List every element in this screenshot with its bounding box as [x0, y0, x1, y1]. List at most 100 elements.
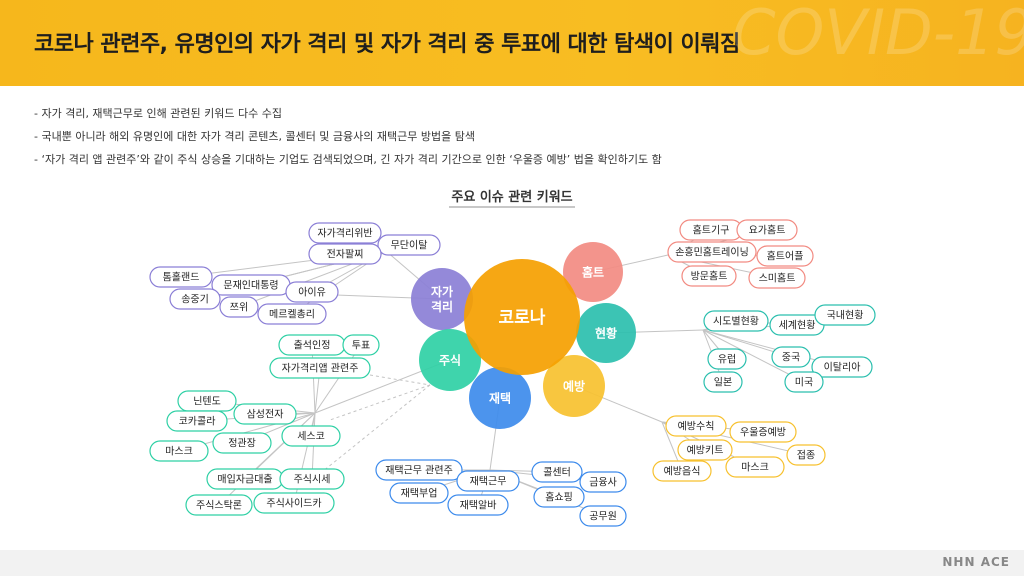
keyword-label: 방문홈트: [691, 270, 728, 283]
keyword-pill-border: [253, 492, 335, 514]
keyword-pill: 톰홀랜드: [149, 266, 213, 288]
topic-node-label: 자가: [431, 284, 453, 299]
keyword-pill: 송중기: [169, 288, 221, 310]
keyword-pill-border: [185, 494, 253, 516]
keyword-label: 주식스탁론: [196, 500, 242, 512]
keyword-pill-border: [725, 456, 785, 478]
keyword-pill: 홈트기구: [679, 219, 743, 241]
topic-node: 주식: [419, 329, 481, 391]
keyword-pill: 재택근무 관련주: [375, 459, 463, 481]
keyword-label: 시도별현황: [713, 316, 759, 328]
keyword-pill-border: [377, 234, 441, 256]
keyword-label: 미국: [795, 377, 813, 389]
keyword-pill-border: [389, 482, 449, 504]
connector-line: [702, 329, 805, 383]
keyword-pill-border: [707, 348, 747, 370]
keyword-pill: 시도별현황: [703, 310, 769, 332]
keyword-label: 공무원: [589, 511, 617, 523]
center-node-label: 코로나: [499, 308, 546, 328]
keyword-label: 예방음식: [664, 466, 701, 478]
page-title: 코로나 관련주, 유명인의 자가 격리 및 자가 격리 중 투표에 대한 탐색이…: [34, 32, 740, 57]
keyword-label: 코카콜라: [179, 416, 216, 428]
keyword-label: 세계현황: [779, 320, 816, 332]
keyword-pill-border: [729, 421, 797, 443]
keyword-pill: 전자팔찌: [308, 243, 382, 265]
topic-node-circle: [411, 268, 473, 330]
keyword-pill-border: [149, 440, 209, 462]
keyword-pill: 손흥민홈트레이닝: [667, 241, 757, 263]
keyword-pill: 요가홈트: [736, 219, 798, 241]
keyword-pill: 예방키트: [677, 439, 733, 461]
keyword-pill: 마스크: [725, 456, 785, 478]
keyword-pill-border: [677, 439, 733, 461]
keyword-pill-border: [579, 471, 627, 493]
keyword-pill-border: [308, 222, 382, 244]
topic-node-circle: [419, 329, 481, 391]
keyword-pill-border: [665, 415, 727, 437]
keyword-pill: 재택알바: [447, 494, 509, 516]
keyword-pill: 예방수칙: [665, 415, 727, 437]
keyword-pill: 코카콜라: [166, 410, 228, 432]
topic-node: 재택: [469, 367, 531, 429]
keyword-pill-border: [285, 281, 339, 303]
keyword-label: 마스크: [165, 446, 193, 458]
topic-node-label: 홈트: [582, 264, 604, 279]
keyword-pill-border: [308, 243, 382, 265]
keyword-pill-border: [784, 371, 824, 393]
summary-bullets: - 자가 격리, 재택근무로 인해 관련된 키워드 다수 수집 - 국내뿐 아니…: [34, 102, 662, 171]
keyword-pill: 방문홈트: [681, 265, 737, 287]
keyword-pill: 우울증예방: [729, 421, 797, 443]
connector-line: [311, 384, 431, 481]
connector-line: [314, 344, 362, 414]
topic-node-circle: [469, 367, 531, 429]
keyword-pill-border: [771, 346, 811, 368]
keyword-label: 투표: [352, 340, 370, 352]
bullet-item: - ‘자가 격리 앱 관련주’와 같이 주식 상승을 기대하는 기업도 검색되었…: [34, 153, 662, 166]
keyword-pill-border: [342, 334, 380, 356]
keyword-label: 주식사이드카: [266, 498, 321, 510]
keyword-label: 일본: [714, 377, 732, 389]
keyword-pill-border: [169, 288, 221, 310]
keyword-label: 요가홈트: [749, 224, 786, 237]
keyword-pill: 재택근무: [456, 470, 520, 492]
keyword-label: 닌텐도: [193, 396, 221, 408]
keyword-label: 중국: [782, 352, 800, 364]
keyword-label: 자가격리위반: [317, 227, 372, 240]
keyword-label: 쯔위: [230, 301, 248, 314]
topic-node-circle: [576, 303, 636, 363]
keyword-pill: 주식사이드카: [253, 492, 335, 514]
keyword-pill: 마스크: [149, 440, 209, 462]
keyword-pill: 출석인정: [278, 334, 346, 356]
keyword-label: 아이유: [298, 287, 326, 299]
keyword-label: 홈트어플: [767, 250, 804, 263]
keyword-label: 접종: [797, 450, 815, 462]
keyword-label: 삼성전자: [247, 409, 284, 421]
keyword-pill: 이탈리아: [811, 356, 873, 378]
keyword-pill: 주식시세: [279, 468, 345, 490]
keyword-pill-border: [814, 304, 876, 326]
keyword-label: 송중기: [181, 294, 209, 306]
keyword-pill: 매입자금대출: [206, 468, 284, 490]
keyword-label: 세스코: [297, 431, 325, 443]
keyword-pill-border: [233, 403, 297, 425]
keyword-label: 예방수칙: [678, 421, 715, 433]
keyword-pill: 홈쇼핑: [533, 486, 585, 508]
keyword-pill-border: [456, 470, 520, 492]
topic-node: 예방: [543, 355, 605, 417]
keyword-pill-border: [748, 267, 806, 289]
keyword-label: 콜센터: [543, 467, 571, 479]
header-banner: 코로나 관련주, 유명인의 자가 격리 및 자가 격리 중 투표에 대한 탐색이…: [0, 0, 1024, 86]
bullet-item: - 국내뿐 아니라 해외 유명인에 대한 자가 격리 콘텐츠, 콜센터 및 금융…: [34, 130, 475, 143]
keyword-pill-border: [279, 468, 345, 490]
keyword-pill: 공무원: [579, 505, 627, 527]
keyword-pill-border: [703, 310, 769, 332]
topic-node-circle: [543, 355, 605, 417]
keyword-pill: 접종: [786, 444, 826, 466]
keyword-label: 재택근무: [470, 476, 507, 488]
keyword-pill-border: [786, 444, 826, 466]
keyword-pill-border: [375, 459, 463, 481]
connector-line: [369, 374, 431, 386]
keyword-label: 스미홈트: [759, 272, 796, 285]
keyword-pill-border: [703, 371, 743, 393]
keyword-label: 재택부업: [401, 487, 438, 500]
